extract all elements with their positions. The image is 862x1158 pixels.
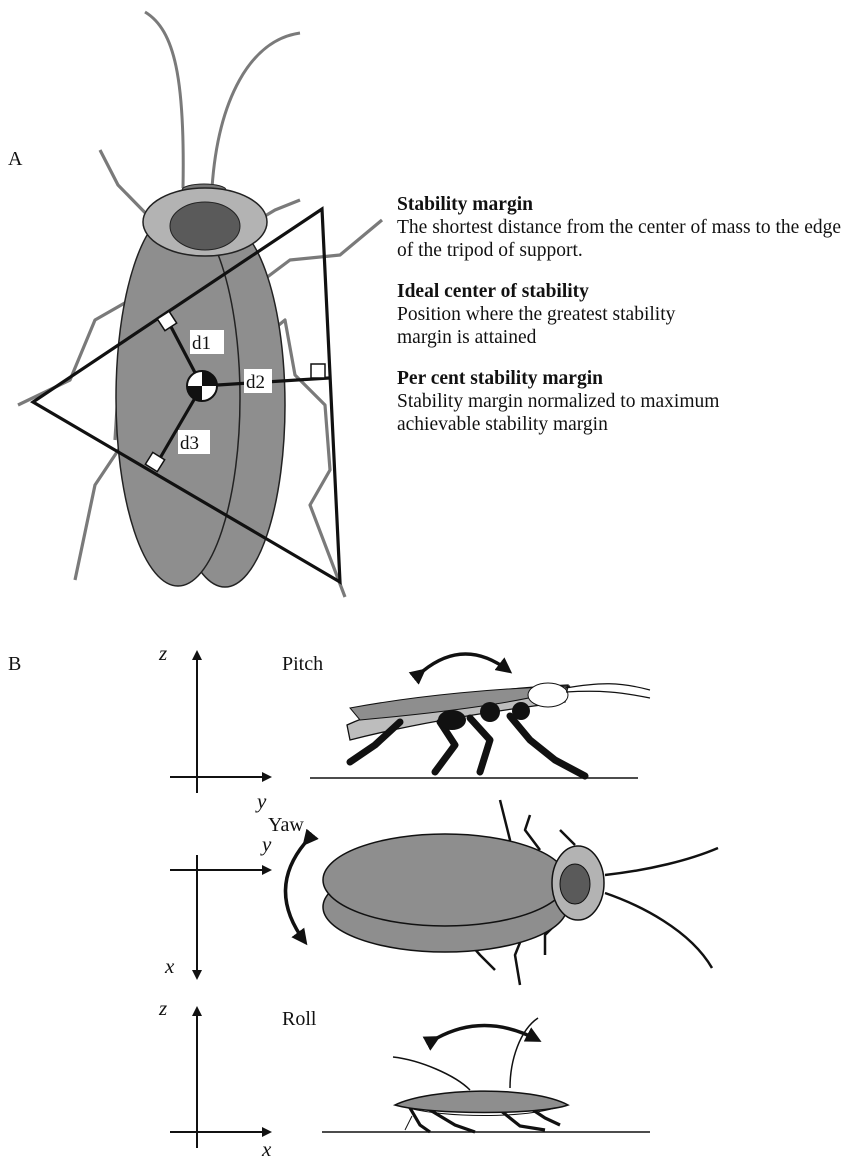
yaw-axes [170, 855, 270, 978]
center-of-mass-symbol [187, 371, 217, 401]
roll-vertical-axis-label: z [158, 996, 167, 1020]
definition-stability-margin: Stability margin The shortest distance f… [397, 193, 857, 262]
definition-per-cent-margin: Per cent stability margin Stability marg… [397, 367, 807, 436]
panel-a: A [8, 12, 382, 597]
pitch-side-view-cockroach [310, 683, 650, 778]
cockroach-head [143, 184, 267, 256]
stability-definitions: Stability margin The shortest distance f… [397, 193, 857, 454]
yaw-top-view-cockroach [323, 800, 718, 985]
roll-horizontal-axis-label: x [261, 1137, 272, 1158]
yaw-rotation-arrow [286, 843, 306, 942]
roll-label: Roll [282, 1008, 317, 1030]
pitch-label: Pitch [282, 653, 323, 675]
pitch-rotation-arrow [423, 654, 509, 671]
definition-text: The shortest distance from the center of… [397, 216, 857, 262]
d3-label: d3 [180, 433, 199, 454]
definition-term: Stability margin [397, 193, 857, 216]
d1-label: d1 [192, 333, 211, 354]
antennae [145, 12, 300, 188]
pitch-horizontal-axis-label: y [255, 789, 267, 813]
definition-term: Ideal center of stability [397, 280, 697, 303]
definition-text: Stability margin normalized to maximum a… [397, 390, 807, 436]
d2-label: d2 [246, 372, 265, 393]
definition-ideal-center: Ideal center of stability Position where… [397, 280, 697, 349]
yaw-vertical-axis-label: x [164, 954, 175, 978]
yaw-label: Yaw [268, 814, 304, 836]
pitch-axes [170, 652, 270, 793]
definition-text: Position where the greatest stability ma… [397, 303, 697, 349]
pitch-vertical-axis-label: z [158, 641, 167, 665]
definition-term: Per cent stability margin [397, 367, 807, 390]
roll-axes [170, 1008, 270, 1148]
panel-b-label: B [8, 653, 21, 675]
roll-rotation-arrow [437, 1025, 538, 1040]
panel-b: B z y Pitch [8, 641, 718, 1158]
panel-a-label: A [8, 148, 23, 170]
roll-front-view-cockroach [322, 1018, 650, 1132]
